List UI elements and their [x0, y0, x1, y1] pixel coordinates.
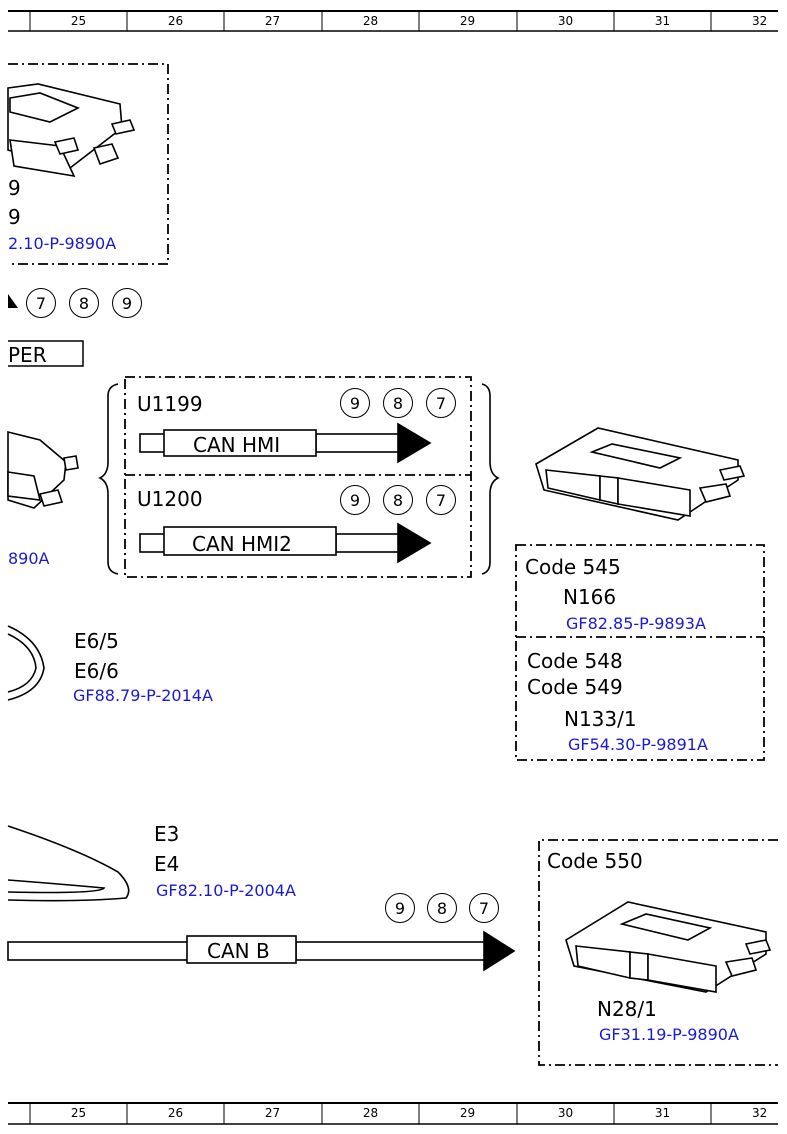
left-module-icon — [7, 430, 79, 509]
connector-circle: 8 — [383, 485, 413, 515]
u1199-code: U1199 — [137, 392, 203, 416]
can-hmi2-label: CAN HMI2 — [192, 532, 292, 556]
can-hmi-arrow — [139, 422, 432, 464]
top-box-line2: 9 — [8, 205, 21, 229]
connector-circle: 8 — [427, 893, 457, 923]
connector-circle: 9 — [385, 893, 415, 923]
code-548: Code 548 — [527, 649, 623, 673]
connector-circle: 9 — [112, 288, 142, 318]
connector-circle: 8 — [383, 388, 413, 418]
n133-ref-link[interactable]: GF54.30-P-9891A — [568, 735, 708, 754]
ruler-bottom-col: 29 — [459, 1106, 476, 1120]
ruler-top-col: 26 — [167, 14, 184, 28]
e3-label: E3 — [154, 822, 180, 846]
can-b-label: CAN B — [207, 939, 270, 963]
bus-group-box — [124, 376, 472, 578]
n28-module-icon — [565, 901, 772, 993]
e6-ref-link[interactable]: GF88.79-P-2014A — [73, 686, 213, 705]
connector-circle: 7 — [469, 893, 499, 923]
ruler-bottom-col: 27 — [264, 1106, 281, 1120]
connector-circle: 9 — [340, 485, 370, 515]
right-brace — [481, 383, 500, 575]
ruler-top-lines — [8, 10, 778, 32]
right-module-icon — [535, 427, 746, 521]
code-550: Code 550 — [547, 849, 643, 873]
ruler-top-col: 28 — [362, 14, 379, 28]
ruler-top-col: 29 — [459, 14, 476, 28]
connector-circle: 8 — [69, 288, 99, 318]
n166-ref-link[interactable]: GF82.85-P-9893A — [566, 614, 706, 633]
lamp-e3-icon — [7, 825, 130, 902]
code-545: Code 545 — [525, 555, 621, 579]
arrow-fragment-icon — [8, 294, 18, 308]
connector-circle: 9 — [340, 388, 370, 418]
ruler-bottom-lines — [8, 1102, 778, 1125]
e4-label: E4 — [154, 852, 180, 876]
ruler-top-col: 30 — [557, 14, 574, 28]
ruler-top-col: 32 — [752, 14, 768, 28]
ruler-top-col: 31 — [654, 14, 671, 28]
ruler-bottom-col: 26 — [167, 1106, 184, 1120]
ruler-bottom-col: 31 — [654, 1106, 671, 1120]
code550-box — [538, 839, 778, 1066]
ruler-bottom-col: 30 — [557, 1106, 574, 1120]
connector-circle: 7 — [26, 288, 56, 318]
ruler-top-col: 25 — [70, 14, 87, 28]
can-b-arrow — [7, 930, 516, 972]
per-box — [8, 340, 84, 367]
left-brace — [98, 383, 119, 575]
ruler-bottom-col: 28 — [362, 1106, 379, 1120]
n28-ref-link[interactable]: GF31.19-P-9890A — [599, 1025, 739, 1044]
ruler-bottom-col: 32 — [752, 1106, 768, 1120]
top-box-line1: 9 — [8, 176, 21, 200]
e6-5-label: E6/5 — [74, 629, 119, 653]
per-label: PER — [8, 343, 47, 367]
can-hmi-label: CAN HMI — [193, 433, 281, 457]
e3-ref-link[interactable]: GF82.10-P-2004A — [156, 881, 296, 900]
ruler-top-col: 27 — [264, 14, 281, 28]
n28-label: N28/1 — [597, 997, 657, 1021]
top-module-icon — [7, 83, 136, 178]
left-ref-link[interactable]: 890A — [8, 549, 50, 568]
connector-circle: 7 — [426, 485, 456, 515]
u1200-code: U1200 — [137, 487, 203, 511]
ruler-bottom-col: 25 — [70, 1106, 87, 1120]
lamp-e6-icon — [7, 625, 45, 701]
top-box-ref-link[interactable]: 2.10-P-9890A — [8, 234, 117, 253]
connector-circle: 7 — [426, 388, 456, 418]
e6-6-label: E6/6 — [74, 659, 119, 683]
n166-label: N166 — [563, 585, 617, 609]
n133-label: N133/1 — [564, 707, 637, 731]
top-box-border — [8, 63, 169, 265]
code-549: Code 549 — [527, 675, 623, 699]
right-code-box — [515, 544, 765, 761]
can-hmi2-arrow — [139, 522, 432, 564]
